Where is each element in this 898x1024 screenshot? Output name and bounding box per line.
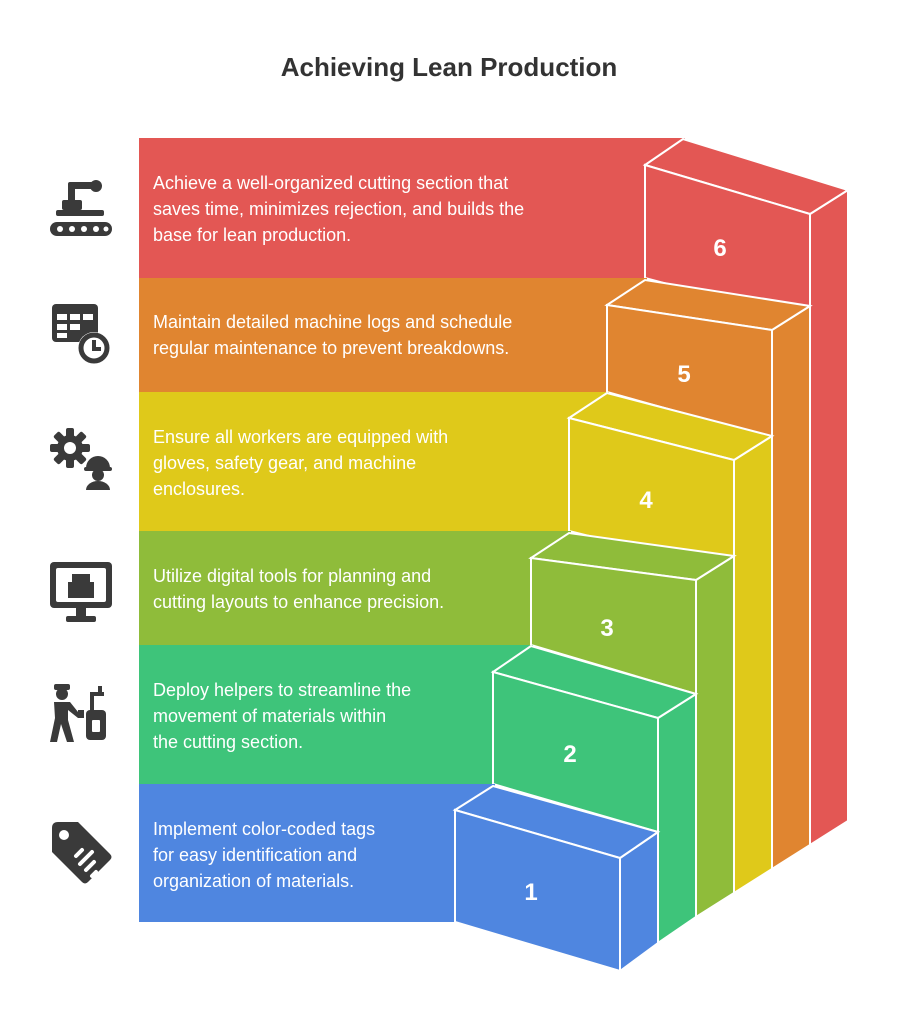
step-4-side <box>733 434 773 895</box>
step-4-line-1: Ensure all workers are equipped with <box>153 427 449 447</box>
step-4-line-2: gloves, safety gear, and machine <box>153 453 417 473</box>
step-3: 3 <box>139 531 737 919</box>
step-2-line-3: the cutting section. <box>153 732 304 752</box>
band-1 <box>139 784 495 922</box>
step-2-line-2: movement of materials within <box>153 706 387 726</box>
band-5 <box>139 278 647 392</box>
step-number-6: 6 <box>713 235 726 262</box>
step-2-text: Deploy helpers to streamline the movemen… <box>153 677 613 755</box>
step-4-text: Ensure all workers are equipped with glo… <box>153 424 613 502</box>
schedule-clock-icon <box>52 304 110 364</box>
gear-worker-icon <box>50 428 112 490</box>
step-3-text: Utilize digital tools for planning and c… <box>153 563 613 615</box>
step-5-text: Maintain detailed machine logs and sched… <box>153 309 613 361</box>
price-tag-icon <box>52 822 112 884</box>
step-2-side <box>657 692 697 945</box>
step-6-line-3: base for lean production. <box>153 225 352 245</box>
step-1-text: Implement color-coded tags for easy iden… <box>153 816 613 894</box>
helper-moving-materials-icon <box>50 684 106 742</box>
step-1-line-2: for easy identification and <box>153 845 358 865</box>
step-6-line-1: Achieve a well-organized cutting section… <box>153 173 509 193</box>
step-1-line-3: organization of materials. <box>153 871 355 891</box>
band-4 <box>139 392 609 531</box>
step-number-1: 1 <box>524 879 537 906</box>
band-3 <box>139 531 571 645</box>
step-4-line-3: enclosures. <box>153 479 246 499</box>
step-number-3: 3 <box>600 615 613 642</box>
diagram-title: Achieving Lean Production <box>280 52 618 82</box>
step-4: 4 <box>139 391 775 895</box>
step-6: 6 <box>139 137 851 847</box>
step-number-4: 4 <box>639 487 653 514</box>
step-1-line-1: Implement color-coded tags <box>153 819 376 839</box>
step-5-side <box>771 304 811 871</box>
step-3-line-1: Utilize digital tools for planning and <box>153 566 432 586</box>
step-3-line-2: cutting layouts to enhance precision. <box>153 592 445 612</box>
robot-arm-conveyor-icon <box>50 180 112 236</box>
step-number-2: 2 <box>563 741 576 768</box>
step-5-line-1: Maintain detailed machine logs and sched… <box>153 312 513 332</box>
step-3-side <box>695 554 735 919</box>
band-2 <box>139 645 533 784</box>
computer-monitor-icon <box>50 562 112 622</box>
step-6-line-2: saves time, minimizes rejection, and bui… <box>153 199 525 219</box>
step-5: 5 <box>139 278 813 871</box>
step-5-line-2: regular maintenance to prevent breakdown… <box>153 338 510 358</box>
step-6-text: Achieve a well-organized cutting section… <box>153 170 613 248</box>
step-number-5: 5 <box>677 361 690 388</box>
step-6-side <box>809 188 849 847</box>
step-1: 1 <box>139 784 661 973</box>
band-6 <box>139 138 685 278</box>
step-1-front <box>454 808 621 973</box>
step-2-line-1: Deploy helpers to streamline the <box>153 680 412 700</box>
